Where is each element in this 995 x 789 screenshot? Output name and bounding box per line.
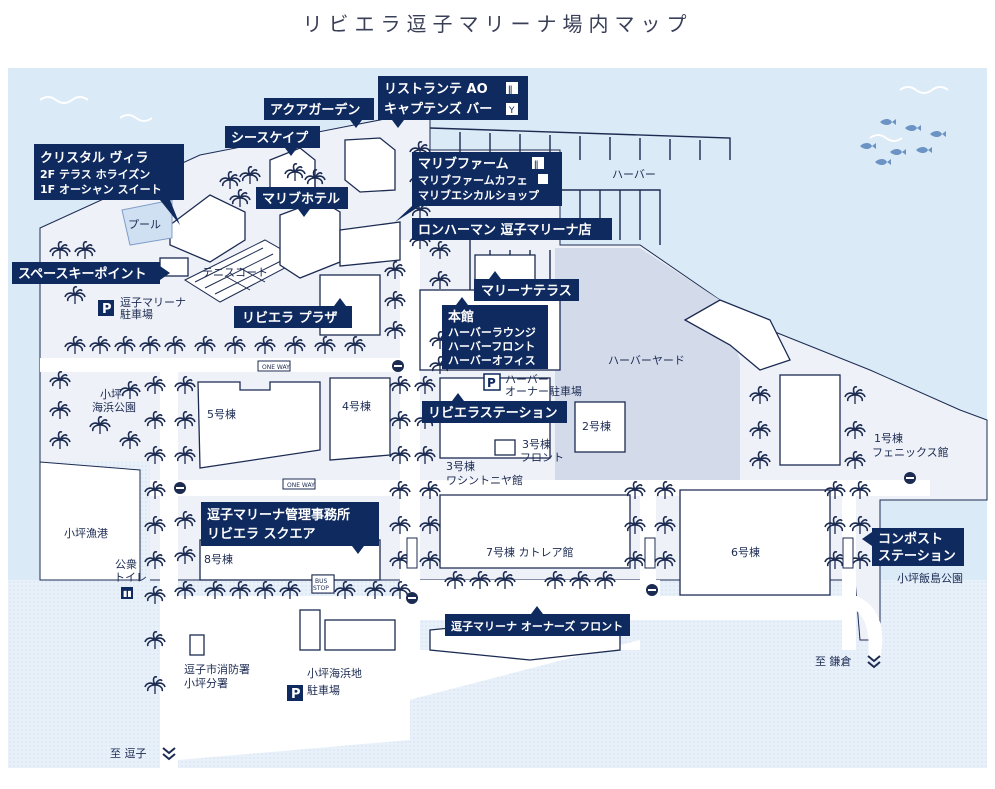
svg-text:フロント: フロント [520, 451, 564, 464]
tennis-court-label: テニスコート [202, 266, 268, 279]
svg-text:駐車場: 駐車場 [307, 683, 340, 697]
space-key-point-label: スペースキーポイント [18, 266, 146, 282]
owners-front-label: 逗子マリーナ オーナーズ フロント [451, 619, 623, 633]
svg-text:駐車場: 駐車場 [120, 307, 153, 321]
kotsubo-port-pier [39, 461, 141, 581]
building6-label: 6号棟 [731, 545, 760, 559]
to-zushi-label: 至 逗子 [110, 747, 147, 760]
no-entry-sign-icon [174, 360, 916, 604]
malibu-hotel-label: マリブホテル [262, 191, 340, 207]
ristorante-label: リストランテ AO [384, 82, 488, 97]
pool-label: プール [128, 218, 161, 231]
kotsubo-iijima-park-label: 小坪飯島公園 [897, 571, 963, 585]
marina-terrace-label: マリーナテラス [481, 284, 572, 299]
crystal-villa-floor2-label: 2F テラス ホライズン [40, 167, 150, 181]
fire-station-label: 逗子市消防署 [184, 662, 250, 676]
building3-front-label: 3号棟 [522, 437, 551, 451]
chevron-down-icon [162, 655, 881, 761]
toilet-icon [121, 587, 133, 599]
crystal-villa-label: クリスタル ヴィラ [40, 150, 149, 166]
parking-icon [98, 300, 114, 316]
svg-text:ワシントニヤ館: ワシントニヤ館 [446, 473, 523, 487]
seascape-label: シースケイプ [231, 131, 309, 146]
riviera-square-label: リビエラ スクエア [207, 526, 316, 542]
harbor-lounge-label: ハーバーラウンジ [448, 326, 536, 339]
callouts [12, 76, 964, 636]
to-kamakura-label: 至 鎌倉 [815, 654, 852, 668]
harbor-office-label: ハーバーオフィス [448, 354, 536, 367]
svg-text:オーナー駐車場: オーナー駐車場 [505, 384, 582, 398]
svg-text:トイレ: トイレ [114, 571, 147, 584]
svg-text:P: P [102, 302, 112, 317]
restaurant-icon [506, 82, 518, 94]
crystal-villa-floor1-label: 1F オーシャン スイート [40, 183, 162, 196]
svg-text:ONE WAY: ONE WAY [287, 482, 315, 489]
wave-marks [39, 86, 949, 142]
kotsubo-port-label: 小坪漁港 [64, 526, 108, 540]
svg-text:▮▮: ▮▮ [123, 589, 132, 598]
riviera-station-label: リビエラステーション [428, 405, 557, 421]
ron-herman-label: ロンハーマン 逗子マリーナ店 [418, 222, 592, 238]
svg-text:海浜公園: 海浜公園 [92, 400, 136, 414]
harbor-owner-parking-label: ハーバー [505, 373, 549, 386]
cafe-icon [538, 174, 548, 184]
bus-stop-icon [311, 574, 335, 594]
svg-text:小坪分署: 小坪分署 [184, 677, 228, 690]
kotsubo-park-label: 小坪 [100, 388, 122, 401]
building5-label: 5号棟 [207, 407, 236, 421]
building3-washington-label: 3号棟 [446, 459, 475, 473]
svg-text:ǁ: ǁ [534, 160, 538, 170]
svg-text:フェニックス館: フェニックス館 [872, 445, 949, 459]
harbor-yard-label: ハーバーヤード [608, 354, 685, 367]
svg-text:P: P [487, 376, 496, 390]
building7-label: 7号棟 カトレア館 [486, 545, 574, 559]
one-way-sign-icon: ONE WAY ONE WAY [257, 360, 854, 569]
aqua-garden-label: アクアガーデン [270, 102, 360, 118]
kaihinchi-parking-icon [287, 685, 303, 701]
harbor-front-label: ハーバーフロント [448, 340, 535, 353]
harbor-label: ハーバー [612, 168, 656, 181]
svg-text:ステーション: ステーション [878, 549, 956, 564]
building1-label: 1号棟 [874, 431, 903, 445]
captains-bar-label: キャプテンズ バー [384, 101, 492, 117]
main-building-label: 本館 [448, 309, 474, 325]
building4-label: 4号棟 [342, 399, 371, 413]
malibu-farm-label: マリブファーム [418, 156, 509, 172]
building2-label: 2号棟 [582, 419, 611, 433]
bar-icon [506, 103, 518, 115]
riviera-plaza-label: リビエラ プラザ [242, 310, 338, 326]
management-office-label: 逗子マリーナ管理事務所 [207, 507, 350, 523]
kaihinchi-parking-label: 小坪海浜地 [307, 666, 362, 680]
map-title: リビエラ逗子マリーナ場内マップ [302, 12, 693, 36]
public-toilet-label: 公衆 [115, 558, 137, 571]
svg-text:P: P [291, 687, 301, 702]
svg-text:ǁ: ǁ [508, 85, 512, 95]
marina-parking-label: 逗子マリーナ [120, 296, 186, 309]
svg-text:Y: Y [508, 106, 515, 116]
svg-text:BUS: BUS [315, 578, 328, 585]
svg-text:ONE WAY: ONE WAY [262, 364, 290, 371]
compost-station-label: コンポスト [878, 531, 943, 547]
building8-label: 8号棟 [204, 552, 233, 566]
malibu-ethical-shop-label: マリブエシカルショップ [418, 188, 540, 202]
svg-text:STOP: STOP [313, 585, 329, 592]
restaurant-icon [532, 157, 544, 169]
owner-parking-icon [483, 373, 501, 391]
malibu-farm-cafe-label: マリブファームカフェ [418, 173, 528, 187]
